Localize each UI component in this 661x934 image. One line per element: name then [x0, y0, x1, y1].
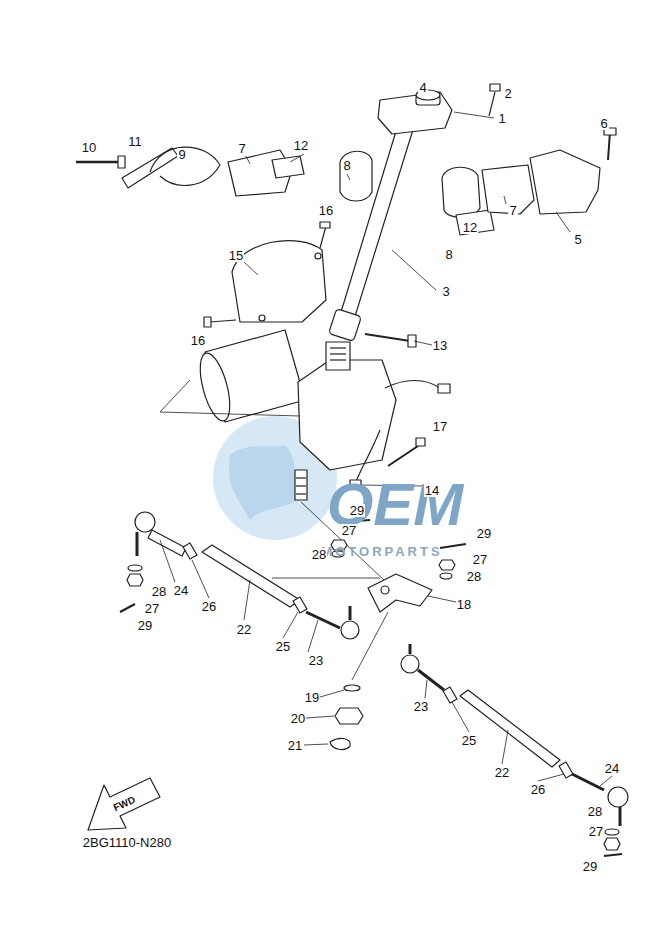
- callout-number: 18: [456, 598, 472, 611]
- callout-number: 4: [418, 81, 427, 94]
- callout-number: 15: [228, 249, 244, 262]
- callout-number: 23: [413, 700, 429, 713]
- callout-number: 7: [508, 204, 517, 217]
- callout-number: 26: [201, 600, 217, 613]
- callout-number: 29: [137, 619, 153, 632]
- callout-number: 6: [599, 117, 608, 130]
- callout-number: 19: [304, 691, 320, 704]
- callout-number: 21: [287, 739, 303, 752]
- callout-number: 22: [494, 766, 510, 779]
- diagram-code: 2BG1110-N280: [82, 836, 172, 849]
- callout-number: 25: [461, 734, 477, 747]
- watermark-text: MOTORPARTS: [320, 545, 443, 558]
- callout-number: 28: [311, 548, 327, 561]
- callout-number: 23: [308, 654, 324, 667]
- callout-number: 13: [432, 339, 448, 352]
- callout-number: 12: [462, 221, 478, 234]
- callout-number: 16: [318, 204, 334, 217]
- callout-number: 10: [81, 141, 97, 154]
- callout-number: 29: [476, 527, 492, 540]
- callout-number: 5: [573, 233, 582, 246]
- callout-number: 17: [432, 420, 448, 433]
- callout-number: 14: [424, 484, 440, 497]
- callout-number: 28: [587, 805, 603, 818]
- callout-number: 26: [530, 783, 546, 796]
- callout-number: 28: [466, 570, 482, 583]
- callout-number: 9: [177, 148, 186, 161]
- callout-number: 12: [293, 139, 309, 152]
- callout-number: 22: [236, 623, 252, 636]
- callout-number: 24: [604, 762, 620, 775]
- callout-number: 27: [588, 825, 604, 838]
- callout-number: 16: [190, 334, 206, 347]
- callout-number: 29: [582, 860, 598, 873]
- callout-number: 2: [503, 87, 512, 100]
- callout-number: 27: [341, 524, 357, 537]
- callout-number: 8: [342, 159, 351, 172]
- callout-number: 25: [275, 640, 291, 653]
- callout-number: 7: [237, 142, 246, 155]
- callout-number: 29: [349, 504, 365, 517]
- callout-number: 20: [290, 712, 306, 725]
- callout-number: 27: [144, 602, 160, 615]
- callout-number: 28: [151, 585, 167, 598]
- callout-number: 8: [444, 248, 453, 261]
- callout-number: 24: [173, 584, 189, 597]
- callout-number: 27: [472, 553, 488, 566]
- callout-number: 11: [127, 135, 143, 148]
- callout-number: 3: [441, 285, 450, 298]
- callout-number: 1: [497, 112, 506, 125]
